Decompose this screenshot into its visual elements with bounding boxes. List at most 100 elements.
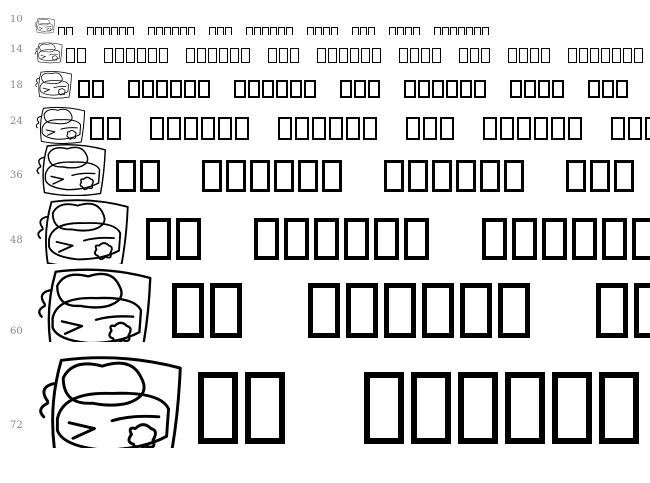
missing-glyph-box <box>66 27 73 35</box>
missing-glyph-box <box>290 80 302 98</box>
missing-glyph-box <box>156 80 168 98</box>
missing-glyph-box <box>90 117 104 140</box>
missing-glyph-box <box>483 117 497 140</box>
missing-glyph-box <box>599 372 639 444</box>
size-label: 48 <box>10 235 23 246</box>
missing-glyph-box <box>423 117 437 140</box>
missing-glyph-box <box>284 218 309 260</box>
missing-glyph-box <box>634 48 643 63</box>
missing-glyph-box <box>474 27 481 35</box>
placeholder-word <box>399 47 443 63</box>
missing-glyph-box <box>184 117 198 140</box>
missing-glyph-box <box>230 48 239 63</box>
missing-glyph-box <box>354 80 366 98</box>
missing-glyph-box <box>628 117 642 140</box>
missing-glyph-box <box>410 48 419 63</box>
size-label: 18 <box>10 80 23 91</box>
missing-glyph-box <box>612 48 621 63</box>
placeholder-word <box>434 21 490 35</box>
missing-glyph-box <box>432 160 452 192</box>
missing-glyph-box <box>290 48 299 63</box>
size-label: 36 <box>10 170 23 181</box>
missing-glyph-box <box>298 160 318 192</box>
missing-glyph-box <box>188 27 195 35</box>
missing-glyph-box <box>421 48 430 63</box>
missing-glyph-box <box>246 27 253 35</box>
glyph-preview <box>34 348 190 448</box>
placeholder-word <box>246 21 294 35</box>
placeholder-word <box>510 80 566 98</box>
specimen-row: 48 <box>0 194 650 264</box>
placeholder-word <box>87 21 135 35</box>
missing-glyph-box <box>450 27 457 35</box>
placeholder-word <box>611 117 650 140</box>
missing-glyph-box <box>159 48 168 63</box>
missing-glyph-box <box>262 80 274 98</box>
missing-glyph-box <box>198 80 210 98</box>
placeholder-word <box>186 47 252 63</box>
specimen-row: 36 <box>0 140 650 196</box>
missing-glyph-box <box>111 27 118 35</box>
missing-glyph-box <box>389 27 396 35</box>
missing-glyph-box <box>590 48 599 63</box>
missing-glyph-boxes <box>90 117 650 140</box>
missing-glyph-box <box>552 80 564 98</box>
missing-glyph-box <box>103 27 110 35</box>
missing-glyph-box <box>344 218 369 260</box>
missing-glyph-box <box>399 48 408 63</box>
placeholder-word <box>483 117 585 140</box>
missing-glyph-box <box>508 48 517 63</box>
missing-glyph-box <box>482 218 507 260</box>
missing-glyph-box <box>95 27 102 35</box>
missing-glyph-box <box>460 80 472 98</box>
missing-glyph-box <box>164 27 171 35</box>
missing-glyph-box <box>198 372 238 444</box>
glyph-preview <box>34 262 158 342</box>
specimen-row: 18 <box>0 68 650 102</box>
missing-glyph-box <box>474 80 486 98</box>
placeholder-word <box>384 160 528 192</box>
missing-glyph-box <box>127 27 134 35</box>
missing-glyph-box <box>411 372 451 444</box>
missing-glyph-box <box>104 48 113 63</box>
missing-glyph-box <box>512 218 537 260</box>
placeholder-word <box>508 47 552 63</box>
missing-glyph-box <box>500 117 514 140</box>
placeholder-word <box>234 80 318 98</box>
missing-glyph-box <box>413 27 420 35</box>
missing-glyph-box <box>440 117 454 140</box>
cheese-plate-icon <box>37 199 129 264</box>
missing-glyph-box <box>602 218 627 260</box>
placeholder-word <box>198 372 292 444</box>
missing-glyph-box <box>279 48 288 63</box>
missing-glyph-box <box>77 48 86 63</box>
specimen-row: 14 <box>0 40 650 66</box>
missing-glyph-box <box>534 117 548 140</box>
missing-glyph-box <box>209 27 216 35</box>
missing-glyph-box <box>274 160 294 192</box>
missing-glyph-box <box>254 27 261 35</box>
placeholder-word <box>90 117 124 140</box>
cheese-plate-icon <box>34 42 63 64</box>
missing-glyph-box <box>225 27 232 35</box>
missing-glyph-box <box>504 160 524 192</box>
missing-glyph-box <box>119 27 126 35</box>
placeholder-word <box>568 47 645 63</box>
placeholder-word <box>482 218 650 260</box>
missing-glyph-box <box>432 80 444 98</box>
missing-glyph-box <box>107 117 121 140</box>
missing-glyph-box <box>404 218 429 260</box>
specimen-row: 10 <box>0 15 650 35</box>
specimen-row: 60 <box>0 262 650 342</box>
missing-glyph-box <box>250 160 270 192</box>
missing-glyph-box <box>541 48 550 63</box>
missing-glyph-box <box>517 117 531 140</box>
missing-glyph-box <box>322 160 342 192</box>
missing-glyph-boxes <box>78 80 650 98</box>
missing-glyph-box <box>278 27 285 35</box>
missing-glyph-box <box>623 48 632 63</box>
missing-glyph-boxes <box>198 372 650 444</box>
missing-glyph-box <box>116 160 136 192</box>
missing-glyph-box <box>360 27 367 35</box>
missing-glyph-box <box>254 218 279 260</box>
